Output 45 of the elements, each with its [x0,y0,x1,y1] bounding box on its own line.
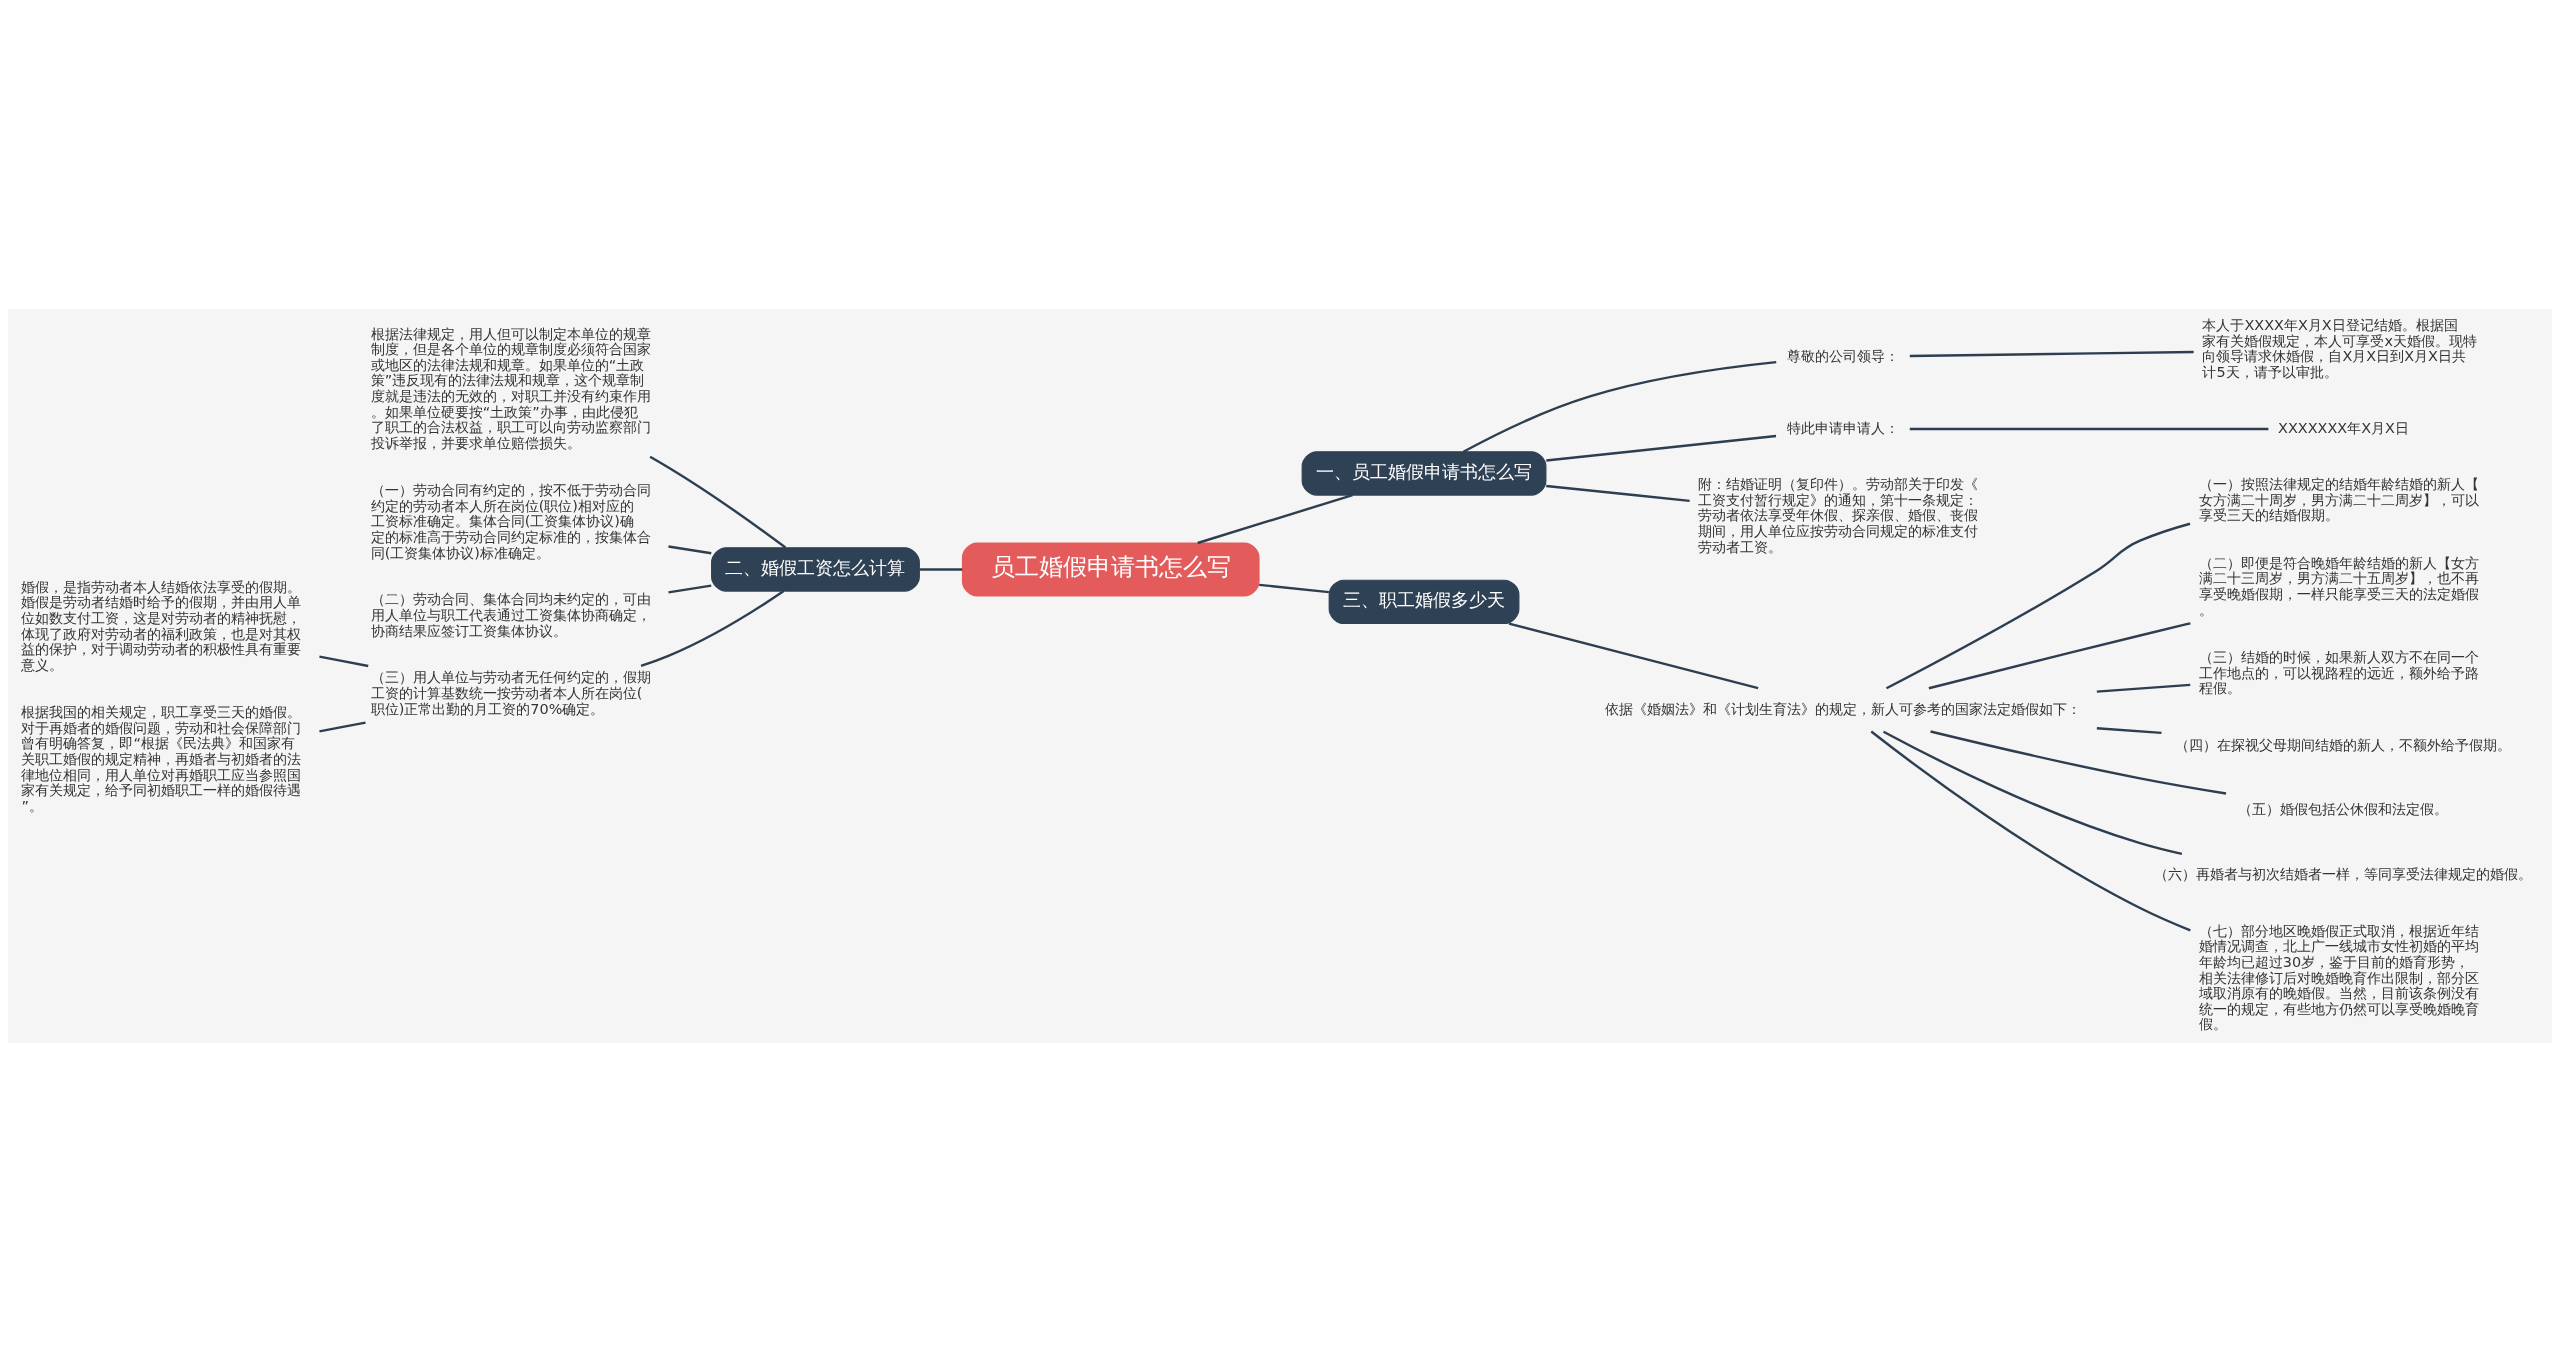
node-text: 根据法律规定，用人但可以制定本单位的规章制度，但是各个单位的规章制度必须符合国家或地区的法律法规和规章。如果单位的“土政策”违反现有的法律法规和规章，这个规章制度就是违法的无效的，对职工并没有约束作用。如果单位硬要按“土政策”办事，由此侵犯了职工的合法权益，职工可以向劳动监察部门投诉举报，并要求单位赔偿损失。 [370,325,651,451]
connector [1546,434,1777,462]
node-text: （五）婚假包括公休假和法定假。 [2238,801,2449,818]
connector [668,584,712,594]
node-text: 本人于XXXX年X月X日登记结婚。根据国家有关婚假规定，本人可享受x天婚假。现特向领导请求休婚假，自X月X日到X月X日共计5天，请予以审批。 [2202,317,2477,380]
connector [1197,494,1353,545]
node-text: （七）部分地区晚婚假正式取消，根据近年结婚情况调查，北上广一线城市女性初婚的平均年龄均已超过30岁，鉴于目前的婚育形势，相关法律修订后对晚婚晚育作出限制，部分区域取消原有的晚婚假。当然，目前该条例没有统一的规定，有些地方仍然可以享受晚婚晚育假。 [2198,922,2479,1033]
connector [1882,730,2183,856]
connector [649,455,787,549]
node-box: 三、职工婚假多少天 [1328,579,1520,625]
node-text: 附：结婚证明（复印件）。劳动部关于印发《工资支付暂行规定》的通知，第十一条规定：劳动者依法享受年休假、探亲假、婚假、丧假期间，用人单位应按劳动合同规定的标准支付劳动者工资。 [1698,476,1979,555]
connector [319,721,366,733]
connector [1508,622,1759,690]
node-box: 二、婚假工资怎么计算 [711,547,920,592]
connector [668,545,712,555]
connector [919,568,963,571]
connector [1885,522,2191,690]
node-text: 婚假，是指劳动者本人结婚依法享受的假期。婚假是劳动者结婚时给予的假期，并由用人单位如数支付工资，这是对劳动者的精神抚慰，体现了政府对劳动者的福利政策，也是对其权益的保护，对于调动劳动者的积极性具有重要意义。 [21,578,302,673]
node-text: （三）用人单位与劳动者无任何约定的，假期工资的计算基数统一按劳动者本人所在岗位(职位)正常出勤的月工资的70%确定。 [370,669,651,717]
node-text: （二）即便是符合晚婚年龄结婚的新人【女方满二十三周岁，男方满二十五周岁】，也不再享受晚婚假期，一样只能享受三天的法定婚假。 [2198,554,2479,618]
node-text: 根据我国的相关规定，职工享受三天的婚假。对于再婚者的婚假问题，劳动和社会保障部门曾有明确答复，即“根据《民法典》和国家有关职工婚假的规定精神，再婚者与初婚者的法律地位相同，用人单位对再婚职工应当参照国家有关规定，给予同初婚职工一样的婚假待遇”。 [21,704,302,814]
connector [1462,360,1777,453]
connector [2096,727,2162,735]
connector [1546,484,1690,503]
connector [1259,583,1329,594]
node-text: 尊敬的公司领导： [1786,347,1899,364]
connector [2096,683,2191,693]
node-text: 特此申请申请人： [1786,419,1899,436]
connector [1909,350,2194,358]
node-text: 依据《婚姻法》和《计划生育法》的规定，新人可参考的国家法定婚假如下： [1604,700,2081,717]
connector [640,590,785,668]
node-text: （六）再婚者与初次结婚者一样，等同享受法律规定的婚假。 [2154,866,2533,883]
node-text: （一）劳动合同有约定的，按不低于劳动合同约定的劳动者本人所在岗位(职位)相对应的工资标准确定。集体合同(工资集体协议)确定的标准高于劳动合同约定标准的，按集体合同(工资集体协议)标准确定。 [370,482,651,561]
node-box: 员工婚假申请书怎么写 [961,542,1260,597]
node-text: （二）劳动合同、集体合同均未约定的，可由用人单位与职工代表通过工资集体协商确定，协商结果应签订工资集体协议。 [370,591,651,639]
node-box: 一、员工婚假申请书怎么写 [1301,451,1547,496]
connector [319,655,369,668]
connector [1909,427,2269,431]
node-text: （三）结婚的时候，如果新人双方不在同一个工作地点的，可以视路程的远近，额外给予路程假。 [2198,649,2479,697]
node-text: XXXXXXX年X月X日 [2278,419,2409,436]
node-text: （一）按照法律规定的结婚年龄结婚的新人【女方满二十周岁，男方满二十二周岁】，可以享受三天的结婚假期。 [2198,476,2479,524]
connector [1870,730,2191,932]
connector [1930,730,2227,795]
connector [1928,622,2191,690]
node-text: （四）在探视父母期间结婚的新人，不额外给予假期。 [2175,736,2512,753]
